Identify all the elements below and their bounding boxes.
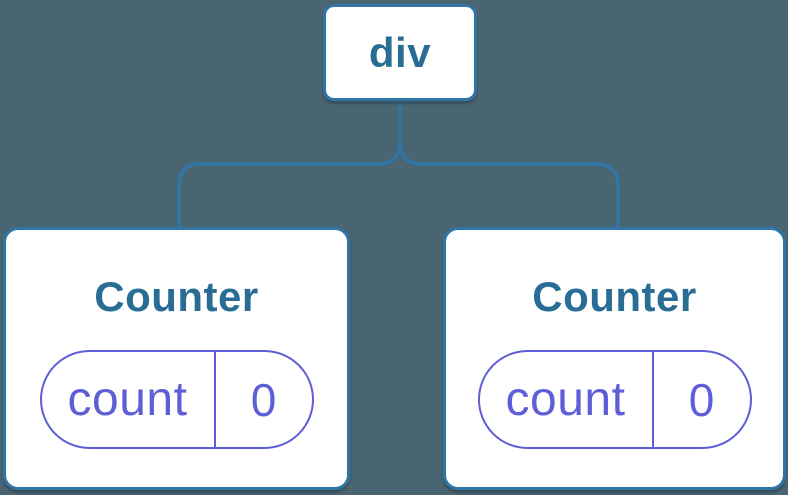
- counter-card-left: Counter count 0: [3, 227, 350, 490]
- state-value: 0: [250, 373, 277, 426]
- root-node: div: [323, 4, 477, 101]
- connector-left-branch: [177, 100, 402, 229]
- state-key: count: [505, 373, 626, 426]
- state-pill: count 0: [39, 350, 314, 449]
- component-title: Counter: [532, 273, 697, 320]
- state-value-cell: 0: [654, 352, 750, 447]
- component-title: Counter: [94, 273, 259, 320]
- state-key: count: [67, 373, 188, 426]
- root-node-label: div: [368, 28, 432, 76]
- state-value: 0: [688, 373, 715, 426]
- state-key-cell: count: [480, 352, 654, 447]
- state-key-cell: count: [42, 352, 216, 447]
- state-value-cell: 0: [216, 352, 312, 447]
- state-pill: count 0: [477, 350, 752, 449]
- connector-right-branch: [398, 100, 620, 229]
- counter-card-right: Counter count 0: [443, 227, 786, 490]
